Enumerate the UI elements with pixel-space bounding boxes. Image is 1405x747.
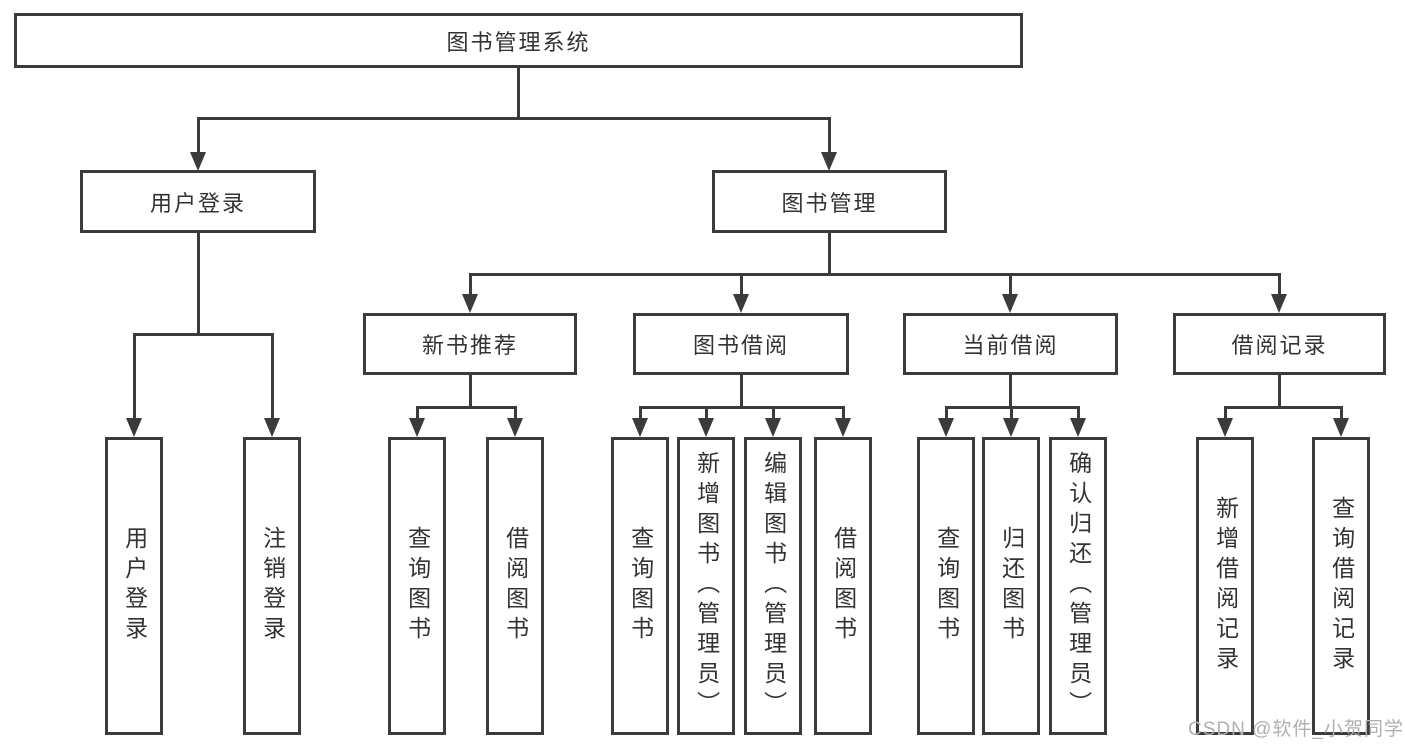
connector-line — [842, 406, 845, 419]
leaf-label: 借阅图书 — [830, 526, 857, 646]
arrowhead-down-icon — [698, 418, 714, 437]
node-label: 图书管理 — [781, 190, 878, 216]
connector-line — [639, 406, 845, 409]
leaf-query-borrow-record: 查询借阅记录 — [1312, 437, 1370, 735]
connector-line — [514, 406, 517, 419]
arrowhead-down-icon — [462, 294, 478, 313]
arrowhead-down-icon — [1217, 418, 1233, 437]
connector-line — [1010, 406, 1013, 419]
leaf-label: 新增图书（管理员） — [693, 451, 720, 721]
connector-line — [945, 406, 948, 419]
connector-line — [828, 117, 831, 152]
leaf-add-book-admin: 新增图书（管理员） — [677, 437, 735, 735]
connector-line — [197, 117, 831, 120]
connector-line — [197, 233, 200, 333]
node-new-book-recommend: 新书推荐 — [363, 313, 577, 375]
leaf-borrow-books-recommend: 借阅图书 — [486, 437, 544, 735]
connector-line — [1224, 406, 1227, 419]
connector-line — [1009, 273, 1012, 295]
node-book-management: 图书管理 — [712, 170, 947, 233]
connector-line — [740, 375, 743, 406]
connector-line — [197, 117, 200, 152]
arrowhead-down-icon — [1271, 294, 1287, 313]
leaf-label: 新增借阅记录 — [1212, 496, 1239, 676]
leaf-return-book: 归还图书 — [982, 437, 1040, 735]
node-label: 用户登录 — [149, 190, 246, 216]
connector-line — [1340, 406, 1343, 419]
arrowhead-down-icon — [938, 418, 954, 437]
connector-line — [772, 406, 775, 419]
connector-line — [1009, 375, 1012, 406]
leaf-query-books-borrowing: 查询图书 — [611, 437, 669, 735]
arrowhead-down-icon — [733, 294, 749, 313]
node-label: 借阅记录 — [1231, 333, 1328, 358]
connector-line — [416, 406, 517, 409]
arrowhead-down-icon — [126, 418, 142, 437]
node-user-login-branch: 用户登录 — [80, 170, 316, 233]
connector-line — [271, 333, 274, 419]
watermark: CSDN @软件_小贺同学 — [1188, 719, 1404, 740]
arrowhead-down-icon — [1070, 418, 1086, 437]
leaf-label: 确认归还（管理员） — [1065, 451, 1092, 721]
connector-line — [1224, 406, 1343, 409]
arrowhead-down-icon — [821, 152, 837, 171]
leaf-label: 查询图书 — [404, 526, 431, 646]
node-current-borrowing: 当前借阅 — [903, 313, 1118, 375]
leaf-user-login: 用户登录 — [105, 437, 163, 735]
connector-line — [1077, 406, 1080, 419]
connector-line — [133, 333, 136, 419]
leaf-label: 注销登录 — [259, 526, 286, 646]
arrowhead-down-icon — [409, 418, 425, 437]
connector-line — [1278, 273, 1281, 295]
leaf-query-books-recommend: 查询图书 — [388, 437, 446, 735]
connector-line — [469, 375, 472, 406]
leaf-label: 归还图书 — [998, 526, 1025, 646]
node-label: 当前借阅 — [962, 333, 1059, 358]
node-label: 图书管理系统 — [446, 29, 591, 55]
arrowhead-down-icon — [632, 418, 648, 437]
leaf-label: 用户登录 — [121, 526, 148, 646]
node-label: 图书借阅 — [692, 333, 789, 358]
arrowhead-down-icon — [190, 152, 206, 171]
leaf-borrow-books-borrowing: 借阅图书 — [814, 437, 872, 735]
leaf-label: 查询图书 — [933, 526, 960, 646]
arrowhead-down-icon — [1003, 418, 1019, 437]
leaf-confirm-return-admin: 确认归还（管理员） — [1049, 437, 1107, 735]
node-library-management-system: 图书管理系统 — [14, 13, 1023, 68]
leaf-label: 编辑图书（管理员） — [760, 451, 787, 721]
connector-line — [639, 406, 642, 419]
arrowhead-down-icon — [507, 418, 523, 437]
leaf-label: 查询图书 — [627, 526, 654, 646]
connector-line — [469, 273, 472, 295]
leaf-add-borrow-record: 新增借阅记录 — [1196, 437, 1254, 735]
connector-line — [1278, 375, 1281, 406]
leaf-label: 借阅图书 — [502, 526, 529, 646]
leaf-edit-book-admin: 编辑图书（管理员） — [744, 437, 802, 735]
connector-line — [740, 273, 743, 295]
arrowhead-down-icon — [835, 418, 851, 437]
connector-line — [705, 406, 708, 419]
connector-line — [828, 233, 831, 273]
arrowhead-down-icon — [1333, 418, 1349, 437]
arrowhead-down-icon — [1002, 294, 1018, 313]
node-borrowing-records: 借阅记录 — [1173, 313, 1386, 375]
node-book-borrowing: 图书借阅 — [633, 313, 849, 375]
node-label: 新书推荐 — [421, 333, 518, 358]
leaf-label: 查询借阅记录 — [1328, 496, 1355, 676]
leaf-logout: 注销登录 — [243, 437, 301, 735]
arrowhead-down-icon — [264, 418, 280, 437]
connector-line — [133, 333, 274, 336]
arrowhead-down-icon — [765, 418, 781, 437]
leaf-query-books-current: 查询图书 — [917, 437, 975, 735]
connector-line — [416, 406, 419, 419]
connector-line — [469, 273, 1281, 276]
connector-line — [517, 68, 520, 117]
